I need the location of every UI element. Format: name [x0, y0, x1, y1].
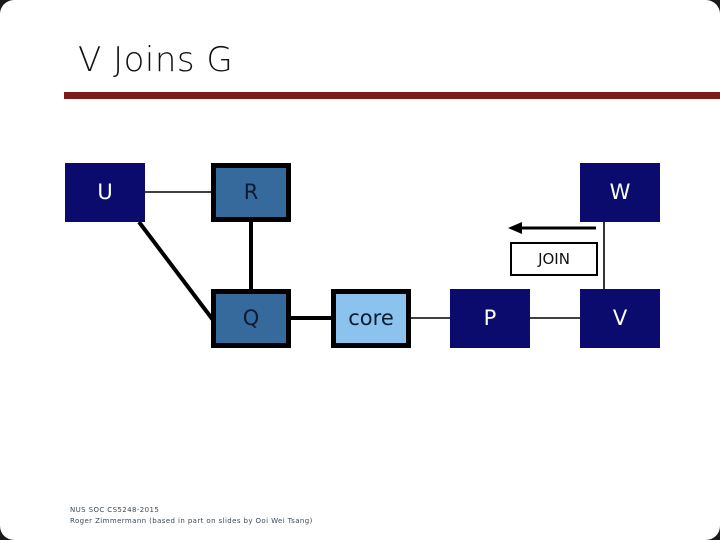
- title-divider: [64, 92, 720, 99]
- node-w[interactable]: W: [580, 163, 660, 222]
- node-p-label: P: [483, 306, 497, 330]
- footer-line-1: NUS SOC CS5248-2015: [70, 506, 160, 514]
- node-r[interactable]: R: [211, 163, 291, 222]
- join-label-box[interactable]: JOIN: [510, 242, 598, 276]
- node-q[interactable]: Q: [211, 289, 291, 348]
- node-w-label: W: [609, 180, 631, 204]
- node-q-label: Q: [242, 306, 260, 330]
- join-arrow-icon: [508, 222, 596, 234]
- node-core-label: core: [348, 306, 394, 330]
- footer: NUS SOC CS5248-2015 Roger Zimmermann (ba…: [70, 505, 313, 526]
- edge-u-q: [137, 220, 215, 322]
- node-p[interactable]: P: [450, 289, 530, 348]
- node-v-label: V: [612, 306, 628, 330]
- join-label-text: JOIN: [538, 250, 570, 268]
- node-u[interactable]: U: [65, 163, 145, 222]
- footer-line-2: Roger Zimmermann (based in part on slide…: [70, 516, 313, 525]
- node-core[interactable]: core: [331, 289, 411, 348]
- node-v[interactable]: V: [580, 289, 660, 348]
- page-title: V Joins G: [78, 40, 234, 80]
- node-r-label: R: [243, 180, 259, 204]
- node-u-label: U: [97, 180, 113, 204]
